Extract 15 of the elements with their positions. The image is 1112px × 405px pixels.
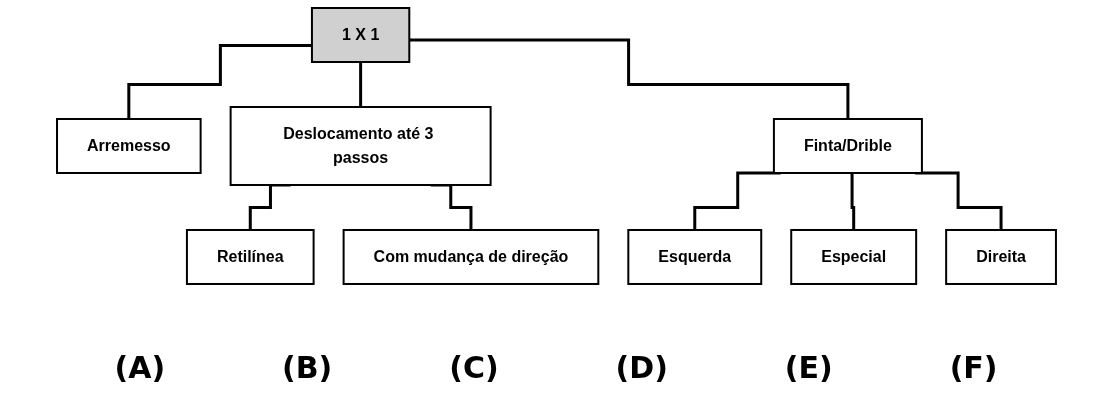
panel-letter: (A) [114,350,166,385]
node-box: Esquerda [626,229,762,285]
panel-letter: (B) [282,350,333,385]
node-box: Especial [789,229,917,285]
node-box: Com mudança de direção [342,229,599,285]
node-box: Deslocamento até 3 passos [229,106,492,186]
node-box: Arremesso [55,118,202,174]
panel-letter: (E) [784,350,833,385]
node-box: Retilínea [185,229,315,285]
panel-letter: (C) [449,350,499,385]
node-box: Finta/Drible [772,118,923,174]
panel-letter: (D) [615,350,668,385]
node-box: 1 X 1 [310,7,410,63]
node-box: Direita [944,229,1057,285]
panel-letter: (F) [949,350,998,385]
